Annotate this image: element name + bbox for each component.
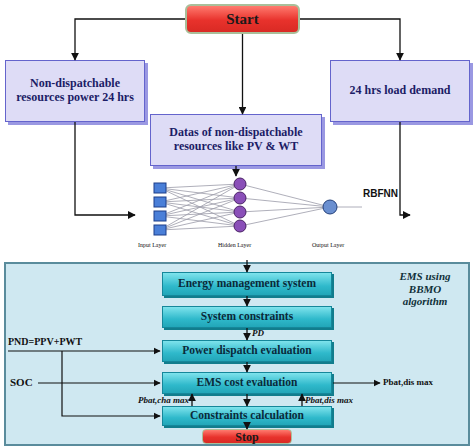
flow-arrow	[242, 34, 243, 114]
network-links	[160, 184, 362, 230]
input-box: Non-dispatchable resources power 24 hrs	[5, 60, 145, 122]
flow-arrow	[301, 394, 302, 406]
node-text: System constraints	[201, 311, 293, 323]
node-text: Start	[226, 11, 259, 28]
process-box: System constraints	[162, 306, 332, 328]
flow-arrow	[75, 122, 135, 215]
output-neuron	[323, 200, 337, 214]
network-link	[160, 226, 240, 230]
hidden-neuron	[234, 192, 246, 204]
flow-arrow	[191, 394, 192, 406]
pnd-wire	[8, 350, 160, 351]
flow-arrow	[246, 426, 247, 429]
input-neuron	[154, 225, 166, 235]
node-text: Datas of non-dispatchable resources like…	[155, 126, 317, 154]
network-link	[160, 184, 240, 202]
process-box: Power dispatch evaluation	[162, 340, 332, 362]
input-neuron	[154, 197, 166, 207]
node-text: Power dispatch evaluation	[182, 345, 312, 357]
output-wire	[333, 382, 380, 383]
input-box: 24 hrs load demand	[330, 60, 470, 122]
input-neuron	[154, 183, 166, 193]
network-link	[160, 184, 240, 188]
soc-wire	[38, 382, 160, 383]
network-link	[160, 184, 240, 230]
flow-arrow	[300, 19, 400, 60]
input-neuron	[154, 211, 166, 221]
input-neurons	[154, 183, 166, 235]
hidden-neuron	[234, 178, 246, 190]
node-text: Constraints calculation	[190, 410, 304, 422]
network-link	[240, 184, 330, 207]
network-link	[240, 207, 330, 226]
layer-label: Input Layer	[138, 242, 166, 248]
input-box: Datas of non-dispatchable resources like…	[150, 114, 322, 166]
network-link	[160, 212, 240, 230]
flow-arrow	[246, 260, 247, 272]
layer-label: Output Layer	[312, 242, 344, 248]
hidden-neuron	[234, 220, 246, 232]
hidden-neuron	[234, 206, 246, 218]
input-wires	[8, 351, 380, 416]
flow-arrow	[75, 19, 185, 60]
group-container: EMS using BBMO algorithm Energy managemen…	[4, 262, 470, 446]
flow-arrow	[246, 328, 247, 340]
flow-arrow	[235, 166, 236, 176]
node-text: Stop	[235, 431, 258, 443]
terminal-box: Start	[185, 4, 300, 34]
flow-arrow	[400, 122, 410, 215]
terminal-box: Stop	[202, 429, 292, 444]
node-text: Non-dispatchable resources power 24 hrs	[10, 77, 140, 105]
process-box: EMS cost evaluation	[162, 372, 332, 394]
node-text: EMS cost evaluation	[197, 377, 298, 389]
hidden-neurons	[234, 178, 246, 232]
node-text: RBFNN	[363, 188, 398, 199]
network-link	[160, 184, 240, 216]
flow-arrow	[246, 296, 247, 306]
node-text: EMS using BBMO algorithm	[388, 270, 462, 308]
flow-arrow	[246, 362, 247, 372]
process-box: Constraints calculation	[162, 406, 332, 426]
process-box: Energy management system	[162, 272, 332, 296]
network-link	[160, 198, 240, 230]
flow-arrow	[246, 394, 247, 406]
node-text: Energy management system	[178, 278, 316, 290]
layer-label: Hidden Layer	[218, 242, 251, 248]
network-link	[240, 198, 330, 207]
node-text: 24 hrs load demand	[349, 84, 450, 98]
